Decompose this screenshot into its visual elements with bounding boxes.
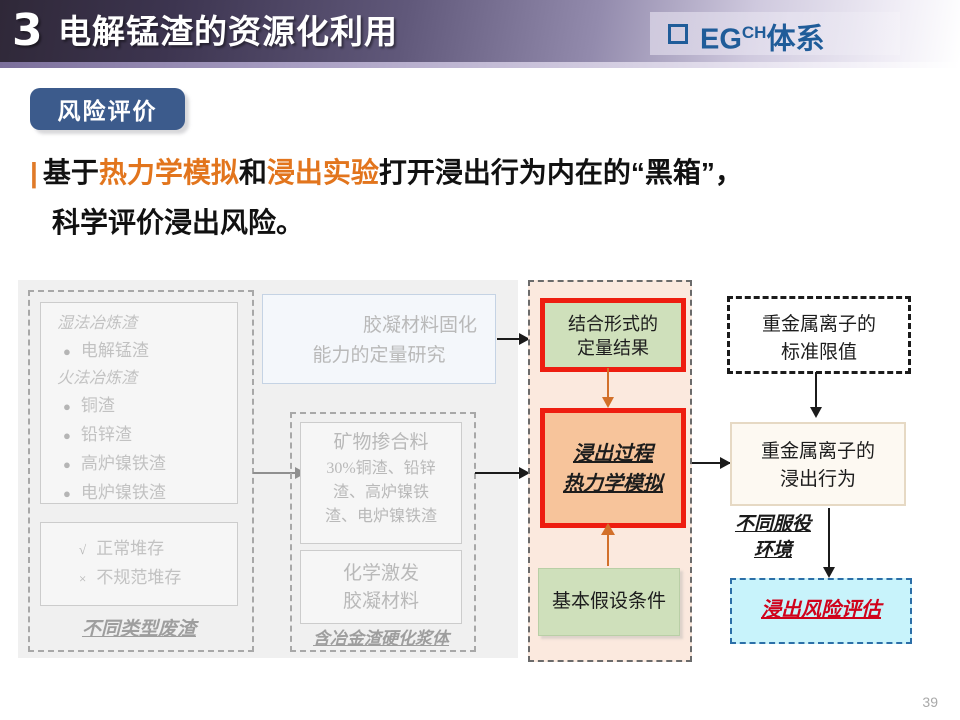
arrow-result-to-simulation	[602, 368, 614, 408]
slag-heading-pyro: 火法冶炼渣	[57, 370, 138, 387]
risk-evaluation-badge: 风险评价	[30, 88, 185, 130]
brand-tail: 体系	[766, 23, 825, 56]
bullet-icon: ●	[63, 399, 71, 414]
arrow-standard-to-behavior	[810, 372, 822, 418]
headline-tick: |	[30, 157, 38, 188]
cementitious-study-text: 胶凝材料固化 能力的定量研究	[312, 315, 477, 366]
arrow-simulation-to-behavior	[692, 457, 731, 469]
arrow-middle-to-simulation	[475, 467, 530, 479]
standard-limit-box: 重金属离子的 标准限值	[727, 296, 911, 374]
standard-limit-text: 重金属离子的 标准限值	[761, 314, 876, 363]
brand-block	[650, 12, 900, 55]
slag-types-box: 湿法冶炼渣 ●电解锰渣 火法冶炼渣 ●铜渣 ●铅锌渣 ●高炉镍铁渣 ●电炉镍铁渣	[40, 302, 238, 504]
square-bullet-icon	[668, 24, 688, 44]
cross-icon: ×	[79, 571, 87, 586]
headline-seg-c: 打开浸出行为内在的“黑箱”，	[378, 157, 743, 188]
risk-evaluation-badge-label: 风险评价	[57, 98, 158, 124]
mineral-admixture-box: 矿物掺合料 30%铜渣、铅锌 渣、高炉镍铁 渣、电炉镍铁渣	[300, 422, 462, 544]
brand-main: EG	[700, 23, 742, 56]
headline-line-1: |基于热力学模拟和浸出实验打开浸出行为内在的“黑箱”，	[30, 148, 940, 198]
service-environment-label: 不同服役 环境	[734, 514, 811, 561]
brand-superscript: CH	[741, 23, 767, 42]
bullet-icon: ●	[63, 428, 71, 443]
binding-form-result-box: 结合形式的 定量结果	[540, 298, 686, 372]
page-number: 39	[922, 694, 938, 710]
basic-assumption-box: 基本假设条件	[538, 568, 680, 636]
headline-block: |基于热力学模拟和浸出实验打开浸出行为内在的“黑箱”， 科学评价浸出风险。	[30, 148, 940, 248]
headline-highlight-2: 浸出实验	[266, 157, 379, 188]
binding-form-result-text: 结合形式的 定量结果	[568, 314, 658, 358]
middle-group-dashed-frame	[290, 412, 476, 652]
cementitious-study-box: 胶凝材料固化 能力的定量研究	[262, 294, 496, 384]
slag-heading-hydro: 湿法冶炼渣	[57, 315, 138, 332]
slag-item-2: ●铅锌渣	[63, 425, 132, 444]
chemical-binder-box: 化学激发 胶凝材料	[300, 550, 462, 624]
section-number: 3	[12, 5, 43, 56]
headline-highlight-1: 热力学模拟	[98, 157, 239, 188]
chemical-binder-text: 化学激发 胶凝材料	[342, 563, 419, 612]
left-group-dashed-frame	[28, 290, 254, 652]
slag-types-list: 湿法冶炼渣 ●电解锰渣 火法冶炼渣 ●铜渣 ●铅锌渣 ●高炉镍铁渣 ●电炉镍铁渣	[41, 303, 237, 508]
headline-seg-b: 和	[238, 157, 267, 188]
process-diagram: 湿法冶炼渣 ●电解锰渣 火法冶炼渣 ●铜渣 ●铅锌渣 ●高炉镍铁渣 ●电炉镍铁渣…	[0, 272, 960, 672]
storage-status-list: √正常堆存 ×不规范堆存	[41, 523, 237, 593]
basic-assumption-text: 基本假设条件	[551, 591, 666, 612]
page-title: 电解锰渣的资源化利用	[58, 13, 398, 50]
storage-status-normal: √正常堆存	[79, 539, 165, 558]
headline-seg-a: 基于	[42, 157, 99, 188]
bullet-icon: ●	[63, 457, 71, 472]
header-underline	[0, 62, 960, 68]
bullet-icon: ●	[63, 486, 71, 501]
storage-status-box: √正常堆存 ×不规范堆存	[40, 522, 238, 606]
arrow-assumption-to-simulation	[601, 523, 615, 566]
bullet-icon: ●	[63, 344, 71, 359]
leaching-simulation-text: 浸出过程 热力学模拟	[563, 443, 663, 495]
middle-group-caption: 含冶金渣硬化浆体	[313, 629, 449, 648]
headline-line-2: 科学评价浸出风险。	[52, 207, 305, 238]
leaching-behavior-box: 重金属离子的 浸出行为	[730, 422, 906, 506]
left-group-caption: 不同类型废渣	[81, 619, 196, 640]
leaching-behavior-text: 重金属离子的 浸出行为	[760, 441, 875, 490]
mineral-admixture-text: 矿物掺合料 30%铜渣、铅锌 渣、高炉镍铁 渣、电炉镍铁渣	[324, 432, 437, 525]
leaching-risk-assessment-label: 浸出风险评估	[761, 599, 881, 621]
slag-item-4: ●电炉镍铁渣	[63, 483, 166, 502]
leaching-risk-assessment-box: 浸出风险评估	[730, 578, 912, 644]
storage-status-irregular: ×不规范堆存	[79, 568, 182, 587]
arrow-study-to-result	[497, 333, 530, 345]
slag-item-0: ●电解锰渣	[63, 341, 149, 360]
check-icon: √	[79, 542, 87, 557]
slag-item-3: ●高炉镍铁渣	[63, 454, 166, 473]
leaching-simulation-box: 浸出过程 热力学模拟	[540, 408, 686, 528]
arrow-behavior-to-risk	[823, 508, 835, 578]
slag-item-1: ●铜渣	[63, 396, 115, 415]
brand-label: EGCH体系	[700, 13, 824, 60]
